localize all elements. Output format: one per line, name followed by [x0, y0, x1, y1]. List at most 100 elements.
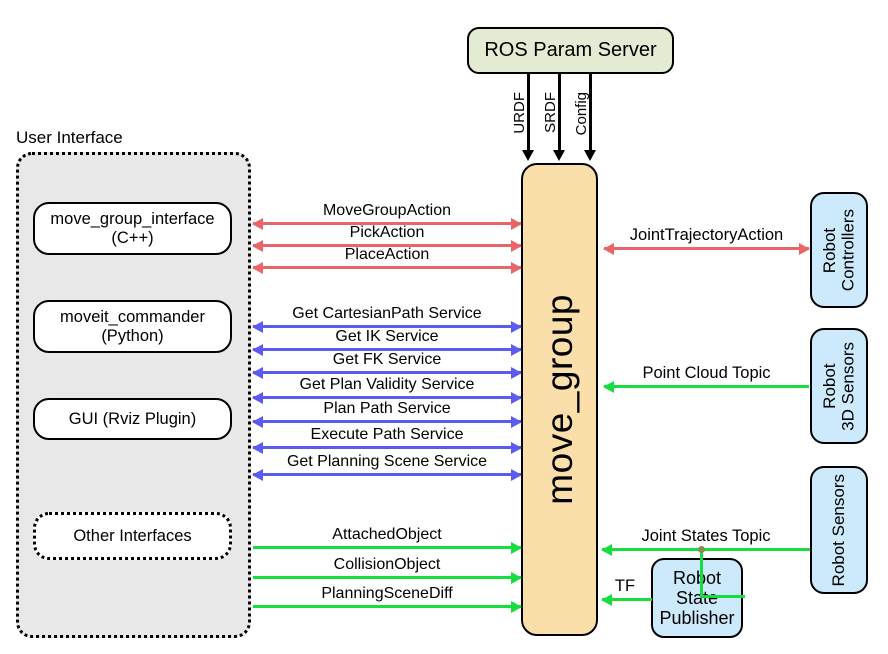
- node-robot-3d-sensors[interactable]: Robot 3D Sensors: [810, 328, 868, 444]
- arrow-head-left: [601, 543, 612, 556]
- node-move-group-interface[interactable]: move_group_interface (C++): [33, 202, 232, 255]
- arrow-planning-scene-diff-label: PlanningSceneDiff: [321, 585, 453, 602]
- node-robot-state-publisher[interactable]: Robot State Publisher: [651, 558, 743, 638]
- robot-sensors-label: Robot Sensors: [828, 473, 848, 587]
- arrow-line: [253, 446, 521, 449]
- arrow-head-left: [603, 380, 614, 393]
- node-robot-controllers[interactable]: Robot Controllers: [810, 192, 868, 308]
- arrow-tf-topic[interactable]: TF: [601, 577, 652, 606]
- arrow-get-cartesian-path-service-label: Get CartesianPath Service: [292, 305, 482, 322]
- arrow-get-plan-validity-service-label: Get Plan Validity Service: [299, 376, 475, 393]
- arrow-place-action-label: PlaceAction: [344, 246, 430, 263]
- arrow-pick-action[interactable]: PickAction: [252, 224, 522, 252]
- arrow-execute-path-service[interactable]: Execute Path Service: [252, 426, 522, 454]
- node-ros-param-server[interactable]: ROS Param Server: [467, 27, 674, 74]
- arrow-head-left: [603, 242, 614, 255]
- urdf-arrow-head: [522, 150, 534, 161]
- arrow-line: [253, 420, 521, 423]
- srdf-arrow-line: [558, 74, 561, 151]
- arrow-head-right: [511, 320, 522, 333]
- arrow-line: [253, 244, 521, 247]
- moveit-commander-line1: moveit_commander: [60, 308, 205, 327]
- urdf-arrow-line: [527, 74, 530, 151]
- arrow-head-right: [511, 217, 522, 230]
- node-move-group[interactable]: move_group: [521, 163, 598, 636]
- arrow-head-left: [252, 261, 263, 274]
- arrow-head-right: [511, 391, 522, 404]
- arrow-line: [253, 576, 521, 579]
- node-gui-rviz-plugin[interactable]: GUI (Rviz Plugin): [33, 398, 232, 440]
- arrow-get-plan-validity-service[interactable]: Get Plan Validity Service: [252, 376, 522, 404]
- arrow-line: [604, 385, 809, 388]
- robot-state-publisher-line3: Publisher: [659, 608, 735, 629]
- arrow-head-left: [252, 343, 263, 356]
- user-interface-group-label: User Interface: [16, 128, 123, 147]
- arrow-head-right: [511, 261, 522, 274]
- arrow-line: [253, 348, 521, 351]
- arrow-attached-object[interactable]: AttachedObject: [253, 526, 522, 554]
- arrow-execute-path-service-label: Execute Path Service: [310, 426, 464, 443]
- arrow-get-planning-scene-service[interactable]: Get Planning Scene Service: [252, 453, 522, 481]
- arrow-line: [253, 605, 521, 608]
- config-arrow-head: [584, 150, 596, 161]
- arrow-get-ik-service-label: Get IK Service: [335, 328, 439, 345]
- arrow-get-cartesian-path-service[interactable]: Get CartesianPath Service: [252, 305, 522, 333]
- arrow-head-left: [252, 320, 263, 333]
- arrow-head-right: [511, 468, 522, 481]
- arrow-get-ik-service[interactable]: Get IK Service: [252, 328, 522, 356]
- arrow-line: [253, 371, 521, 374]
- urdf-arrow-label: URDF: [511, 92, 528, 134]
- joint-states-branch-junction: [698, 546, 705, 553]
- move-group-interface-line1: move_group_interface: [50, 210, 215, 229]
- arrow-line: [602, 548, 810, 551]
- arrow-move-group-action[interactable]: MoveGroupAction: [252, 202, 522, 230]
- arrow-head-right: [511, 415, 522, 428]
- arrow-collision-object[interactable]: CollisionObject: [253, 556, 522, 584]
- arrow-head-right: [511, 600, 522, 613]
- node-moveit-commander[interactable]: moveit_commander (Python): [33, 300, 232, 353]
- robot-3d-sensors-line1: Robot: [819, 363, 839, 409]
- arrow-joint-trajectory-action[interactable]: JointTrajectoryAction: [603, 226, 810, 255]
- node-robot-sensors[interactable]: Robot Sensors: [810, 466, 868, 594]
- arrow-place-action[interactable]: PlaceAction: [252, 246, 522, 274]
- arrow-head-left: [252, 217, 263, 230]
- config-arrow-label: Config: [573, 92, 590, 136]
- arrow-get-planning-scene-service-label: Get Planning Scene Service: [286, 453, 488, 470]
- robot-state-publisher-line2: State: [675, 587, 719, 608]
- ros-param-server-label: ROS Param Server: [484, 39, 657, 62]
- moveit-commander-line2: (Python): [101, 326, 164, 345]
- arrow-head-right: [511, 541, 522, 554]
- move-group-label: move_group: [538, 294, 580, 505]
- arrow-tf-topic-label: TF: [614, 577, 636, 595]
- arrow-line: [253, 325, 521, 328]
- arrow-move-group-action-label: MoveGroupAction: [322, 202, 452, 219]
- arrow-line: [253, 546, 521, 549]
- arrow-plan-path-service[interactable]: Plan Path Service: [252, 400, 522, 428]
- arrow-get-fk-service[interactable]: Get FK Service: [252, 351, 522, 379]
- arrow-head-left: [252, 239, 263, 252]
- arrow-point-cloud-topic-label: Point Cloud Topic: [642, 364, 771, 382]
- arrow-head-right: [799, 242, 810, 255]
- arrow-get-fk-service-label: Get FK Service: [332, 351, 442, 368]
- arrow-head-right: [511, 343, 522, 356]
- arrow-line: [253, 473, 521, 476]
- arrow-pick-action-label: PickAction: [349, 224, 425, 241]
- joint-states-branch-horizontal: [700, 595, 745, 598]
- srdf-arrow-label: SRDF: [542, 92, 559, 133]
- arrow-point-cloud-topic[interactable]: Point Cloud Topic: [603, 364, 809, 393]
- arrow-planning-scene-diff[interactable]: PlanningSceneDiff: [253, 585, 522, 613]
- robot-3d-sensors-line2: 3D Sensors: [838, 341, 857, 431]
- arrow-head-right: [511, 366, 522, 379]
- arrow-joint-trajectory-action-label: JointTrajectoryAction: [629, 226, 784, 244]
- arrow-head-left: [252, 366, 263, 379]
- node-other-interfaces[interactable]: Other Interfaces: [33, 512, 232, 560]
- arrow-head-right: [511, 441, 522, 454]
- arrow-joint-states-topic[interactable]: Joint States Topic: [601, 527, 810, 556]
- arrow-head-left: [252, 441, 263, 454]
- arrow-line: [604, 247, 809, 250]
- arrow-line: [253, 266, 521, 269]
- arrow-head-left: [252, 391, 263, 404]
- robot-controllers-line2: Controllers: [838, 208, 857, 292]
- srdf-arrow-head: [553, 150, 565, 161]
